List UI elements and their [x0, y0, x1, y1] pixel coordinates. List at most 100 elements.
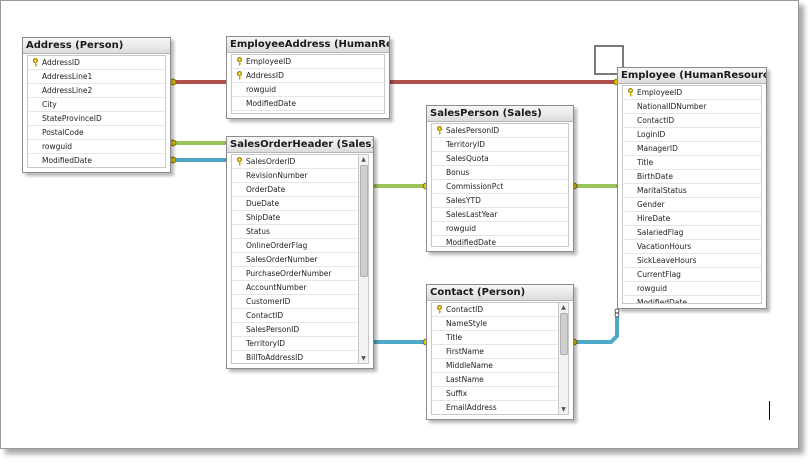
- column-row[interactable]: rowguid: [232, 83, 384, 97]
- column-row[interactable]: FirstName: [432, 345, 558, 359]
- column-row[interactable]: MiddleName: [432, 359, 558, 373]
- column-row[interactable]: ModifiedDate: [28, 154, 165, 167]
- column-row[interactable]: SalesLastYear: [432, 208, 568, 222]
- column-row[interactable]: AddressLine1: [28, 70, 165, 84]
- column-row[interactable]: City: [28, 98, 165, 112]
- table-employee[interactable]: Employee (HumanResources) EmployeeIDNati…: [617, 67, 767, 309]
- scroll-down-icon[interactable]: ▼: [561, 406, 566, 413]
- column-row[interactable]: rowguid: [623, 282, 761, 296]
- column-name: AddressID: [246, 71, 284, 80]
- column-row[interactable]: OnlineOrderFlag: [232, 239, 358, 253]
- column-row[interactable]: SalesOrderNumber: [232, 253, 358, 267]
- relationship-line[interactable]: [574, 309, 619, 344]
- column-row[interactable]: CurrentFlag: [623, 268, 761, 282]
- table-title[interactable]: SalesOrderHeader (Sales): [227, 137, 373, 153]
- scroll-up-icon[interactable]: ▲: [361, 156, 366, 163]
- scroll-up-icon[interactable]: ▲: [561, 304, 566, 311]
- column-row[interactable]: Status: [232, 225, 358, 239]
- column-row[interactable]: StateProvinceID: [28, 112, 165, 126]
- column-row[interactable]: PostalCode: [28, 126, 165, 140]
- column-row[interactable]: SalesYTD: [432, 194, 568, 208]
- key-icon: [234, 69, 244, 82]
- table-employee-address[interactable]: EmployeeAddress (HumanResources) Employe…: [226, 36, 390, 119]
- column-row[interactable]: AddressID: [28, 56, 165, 70]
- column-name: SalesLastYear: [446, 210, 498, 219]
- column-row[interactable]: NationalIDNumber: [623, 100, 761, 114]
- column-row[interactable]: SickLeaveHours: [623, 254, 761, 268]
- column-row[interactable]: TerritoryID: [432, 138, 568, 152]
- column-row[interactable]: MaritalStatus: [623, 184, 761, 198]
- column-row[interactable]: EmailAddress: [432, 401, 558, 414]
- table-title[interactable]: SalesPerson (Sales): [427, 106, 573, 122]
- scroll-down-icon[interactable]: ▼: [361, 355, 366, 362]
- column-row[interactable]: VacationHours: [623, 240, 761, 254]
- column-name: OnlineOrderFlag: [246, 241, 308, 250]
- column-row[interactable]: Title: [623, 156, 761, 170]
- column-row[interactable]: CommissionPct: [432, 180, 568, 194]
- column-row[interactable]: SalesPersonID: [432, 124, 568, 138]
- column-name: SalesOrderNumber: [246, 255, 318, 264]
- scroll-thumb[interactable]: [560, 313, 568, 355]
- column-name: ManagerID: [637, 144, 678, 153]
- table-title[interactable]: EmployeeAddress (HumanResources): [227, 37, 389, 53]
- column-row[interactable]: RevisionNumber: [232, 169, 358, 183]
- column-row[interactable]: rowguid: [28, 140, 165, 154]
- column-row[interactable]: Title: [432, 331, 558, 345]
- column-name: HireDate: [637, 214, 671, 223]
- table-title[interactable]: Contact (Person): [427, 285, 573, 301]
- column-row[interactable]: Bonus: [432, 166, 568, 180]
- table-title[interactable]: Employee (HumanResources): [618, 68, 766, 84]
- column-row[interactable]: Gender: [623, 198, 761, 212]
- column-row[interactable]: ManagerID: [623, 142, 761, 156]
- table-title[interactable]: Address (Person): [23, 38, 170, 54]
- column-name: StateProvinceID: [42, 114, 102, 123]
- column-row[interactable]: SalesOrderID: [232, 155, 358, 169]
- column-row[interactable]: CustomerID: [232, 295, 358, 309]
- column-row[interactable]: AddressLine2: [28, 84, 165, 98]
- column-name: SalesQuota: [446, 154, 489, 163]
- column-row[interactable]: LoginID: [623, 128, 761, 142]
- column-name: CustomerID: [246, 297, 291, 306]
- column-row[interactable]: ModifiedDate: [432, 236, 568, 246]
- column-row[interactable]: PurchaseOrderNumber: [232, 267, 358, 281]
- scroll-thumb[interactable]: [360, 165, 368, 277]
- column-row[interactable]: SalariedFlag: [623, 226, 761, 240]
- column-row[interactable]: BillToAddressID: [232, 351, 358, 363]
- column-row[interactable]: HireDate: [623, 212, 761, 226]
- column-row[interactable]: ContactID: [232, 309, 358, 323]
- vertical-scrollbar[interactable]: ▲ ▼: [359, 154, 369, 364]
- column-name: ModifiedDate: [246, 99, 296, 108]
- column-row[interactable]: rowguid: [432, 222, 568, 236]
- column-row[interactable]: ContactID: [623, 114, 761, 128]
- column-row[interactable]: EmployeeID: [623, 86, 761, 100]
- column-name: FirstName: [446, 347, 484, 356]
- column-row[interactable]: ModifiedDate: [623, 296, 761, 303]
- column-row[interactable]: NameStyle: [432, 317, 558, 331]
- column-row[interactable]: OrderDate: [232, 183, 358, 197]
- column-row[interactable]: SalesQuota: [432, 152, 568, 166]
- column-row[interactable]: AddressID: [232, 69, 384, 83]
- key-icon: [234, 155, 244, 168]
- column-row[interactable]: LastName: [432, 373, 558, 387]
- vertical-scrollbar[interactable]: ▲ ▼: [559, 302, 569, 415]
- column-row[interactable]: DueDate: [232, 197, 358, 211]
- column-row[interactable]: SalesPersonID: [232, 323, 358, 337]
- column-row[interactable]: EmployeeID: [232, 55, 384, 69]
- column-row[interactable]: ContactID: [432, 303, 558, 317]
- column-name: MiddleName: [446, 361, 493, 370]
- column-row[interactable]: BirthDate: [623, 170, 761, 184]
- column-name: Gender: [637, 200, 665, 209]
- column-row[interactable]: AccountNumber: [232, 281, 358, 295]
- column-row[interactable]: TerritoryID: [232, 337, 358, 351]
- column-row[interactable]: ShipDate: [232, 211, 358, 225]
- column-name: Suffix: [446, 389, 468, 398]
- column-row[interactable]: ModifiedDate: [232, 97, 384, 111]
- column-row[interactable]: Suffix: [432, 387, 558, 401]
